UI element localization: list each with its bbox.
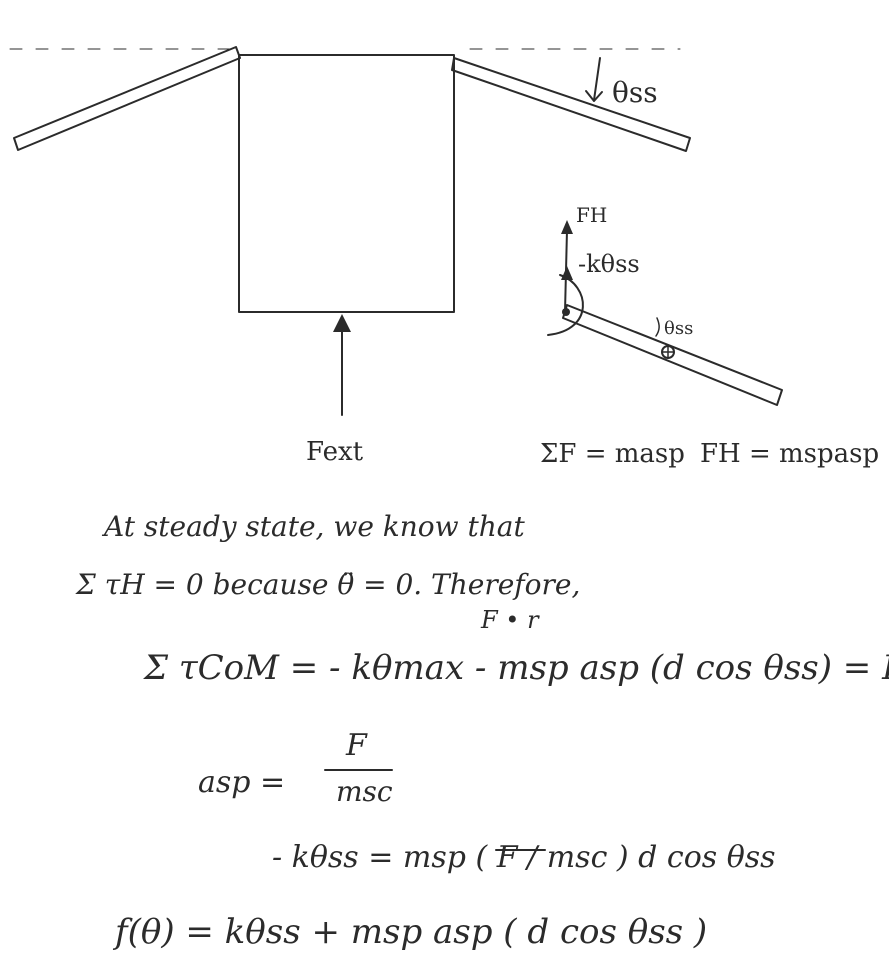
note-line-2: Σ τH = 0 because θ̈ = 0. Therefore, [76,568,581,601]
fbd-spring-arrowhead [561,266,573,280]
sum-force-equation: ΣF = masp [540,439,685,469]
right-panel [451,57,691,152]
note-annotation: F • r [481,606,539,634]
torque-equation: Σ τCoM = - kθmax - msp asp (d cos θss) =… [144,648,889,688]
fbd-fh-label: FH [576,203,607,227]
fbd-theta-arc [655,317,660,337]
theta-ss-arrowhead [585,90,603,102]
fbd-fh-arrowhead [561,220,573,234]
asp-equation-lhs: asp = [198,765,286,800]
asp-equation-denominator: msc [336,775,393,808]
fbd-spring-label: -kθss [578,250,640,278]
note-line-1: At steady state, we know that [104,510,525,543]
spacecraft-body [238,54,455,313]
fbd-hinge-point [562,308,570,316]
f-ext-arrowhead [333,314,351,332]
function-definition: f(θ) = kθss + msp asp ( d cos θss ) [115,912,708,952]
fbd-theta-label: θss [664,318,693,339]
hinge-force-equation: FH = mspasp [700,439,879,469]
left-panel [13,46,241,151]
theta-ss-label: θss [612,76,658,109]
f-ext-label: Fext [306,437,364,467]
asp-equation-numerator: F [346,728,367,763]
spring-balance-equation: - kθss = msp ( F / msc ) d cos θss [272,840,776,875]
theta-ss-arrow [593,57,601,101]
